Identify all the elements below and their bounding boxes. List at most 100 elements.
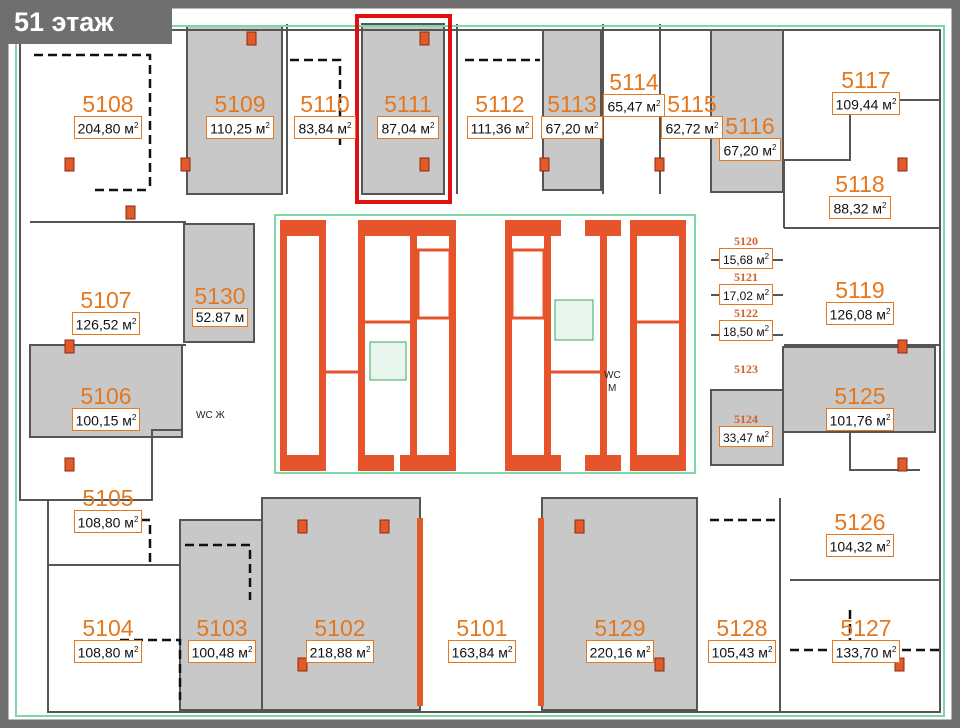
column-marker bbox=[297, 657, 308, 672]
core-column bbox=[280, 220, 287, 470]
core-column bbox=[585, 455, 621, 471]
core-column bbox=[630, 455, 686, 471]
unit-area: 110,25 м2 bbox=[206, 116, 274, 139]
stair-right bbox=[554, 299, 594, 341]
column-marker bbox=[654, 657, 665, 672]
unit-number: 5110 bbox=[300, 91, 350, 117]
unit-area: 204,80 м2 bbox=[73, 116, 143, 139]
unit-number: 5117 bbox=[841, 67, 891, 93]
core-column bbox=[505, 455, 561, 471]
unit-number: 5114 bbox=[609, 69, 659, 95]
column-marker bbox=[379, 519, 390, 534]
unit-area: 15,68 м2 bbox=[718, 248, 774, 269]
divider bbox=[417, 518, 423, 706]
unit-area: 111,36 м2 bbox=[466, 116, 534, 139]
core-column bbox=[400, 220, 456, 236]
bottom-dividers bbox=[417, 518, 544, 706]
unit-number: 5103 bbox=[196, 615, 248, 641]
wc-men-label: WC bbox=[604, 370, 621, 381]
unit-area: 126,08 м2 bbox=[825, 302, 895, 325]
unit-number: 5111 bbox=[384, 91, 432, 117]
core-column bbox=[600, 220, 607, 470]
core-columns bbox=[280, 220, 686, 471]
unit-number: 5115 bbox=[667, 91, 717, 117]
unit-area: 133,70 м2 bbox=[831, 640, 901, 663]
elevator bbox=[510, 248, 546, 320]
dashed-wall bbox=[185, 543, 252, 600]
unit-area: 108,80 м2 bbox=[73, 510, 143, 533]
column-marker bbox=[297, 519, 308, 534]
wall bbox=[30, 429, 182, 501]
unit-area: 104,32 м2 bbox=[825, 534, 895, 557]
unit-area: 17,02 м2 bbox=[718, 284, 774, 305]
unit-area: 67,20 м2 bbox=[541, 116, 603, 139]
unit-area: 33,47 м2 bbox=[718, 426, 774, 447]
core-column bbox=[400, 455, 456, 471]
unit-area: 87,04 м2 bbox=[377, 116, 439, 139]
column-marker bbox=[654, 157, 665, 172]
elevator bbox=[416, 248, 452, 320]
unit-number: 5126 bbox=[834, 509, 886, 535]
unit-area: 126,52 м2 bbox=[71, 312, 141, 335]
unit-number: 5109 bbox=[214, 91, 266, 117]
unit-area: 88,32 м2 bbox=[829, 196, 891, 219]
column-marker bbox=[64, 339, 75, 354]
core-column bbox=[280, 455, 326, 471]
unit-number: 5127 bbox=[840, 615, 892, 641]
unit-5123[interactable]: 5123 bbox=[686, 362, 806, 376]
unit-number: 5128 bbox=[716, 615, 768, 641]
columns bbox=[64, 31, 908, 672]
unit-5102-fill bbox=[261, 497, 421, 711]
unit-area: 163,84 м2 bbox=[447, 640, 517, 663]
core-column bbox=[544, 220, 551, 470]
unit-number: 5125 bbox=[834, 383, 886, 409]
unit-number: 5124 bbox=[734, 412, 758, 426]
unit-number: 5112 bbox=[475, 91, 525, 117]
divider bbox=[538, 518, 544, 706]
dashed-wall bbox=[290, 58, 342, 150]
unit-5109-fill bbox=[186, 25, 283, 195]
unit-area: 100,48 м2 bbox=[187, 640, 257, 663]
core-column bbox=[358, 220, 365, 470]
unit-number: 5121 bbox=[734, 270, 758, 284]
unit-area: 105,43 м2 bbox=[707, 640, 777, 663]
unit-number: 5130 bbox=[194, 283, 246, 309]
core-column bbox=[679, 220, 686, 470]
core-column bbox=[630, 220, 637, 470]
column-marker bbox=[64, 157, 75, 172]
unit-number: 5106 bbox=[80, 383, 132, 409]
unit-area: 101,76 м2 bbox=[825, 408, 895, 431]
dashed-wall bbox=[34, 53, 152, 190]
unit-number: 5123 bbox=[734, 362, 758, 376]
core-column bbox=[505, 220, 512, 470]
